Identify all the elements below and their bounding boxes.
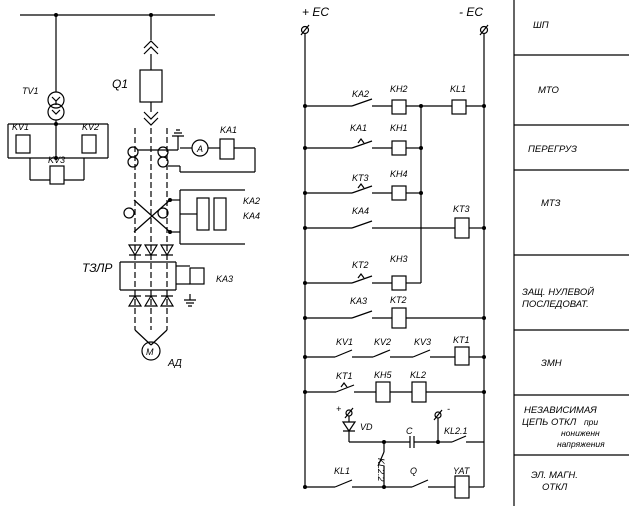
- section-indep-2b: при: [584, 417, 598, 427]
- kh1-label: KH1: [390, 123, 408, 133]
- kt1-coil-label: KT1: [453, 335, 470, 345]
- current-transformer-upper-icon: [127, 146, 169, 168]
- minus-terminal-icon: [433, 409, 443, 421]
- kv3-relay: [49, 165, 65, 185]
- kt1-contact-label: KT1: [336, 371, 353, 381]
- kv2-label: KV2: [82, 122, 99, 132]
- power-circuit: TV1 KV1 KV2 KV3 Q1: [7, 13, 260, 369]
- plus-label: +: [336, 404, 341, 414]
- kt3-contact-label: KT3: [352, 173, 369, 183]
- ka2-label: KA2: [243, 196, 260, 206]
- section-em-2: ОТКЛ: [542, 482, 568, 493]
- current-transformer-middle-icon: [123, 207, 169, 219]
- kt3-coil-label: KT3: [453, 204, 470, 214]
- kv1-contact-label: KV1: [336, 337, 353, 347]
- section-mtz: МТЗ: [541, 198, 561, 209]
- tzlr-label: ТЗЛР: [82, 261, 112, 275]
- vd-label: VD: [360, 422, 373, 432]
- section-zmn: ЗМН: [541, 358, 562, 369]
- ka2-ka4-coil: [196, 197, 210, 231]
- ka4-contact-label: KA4: [352, 206, 369, 216]
- kh3-box: [391, 275, 407, 291]
- disconnect-upper-icon: [143, 40, 159, 55]
- ka3-relay: [189, 267, 205, 285]
- kh3-label: KH3: [390, 254, 408, 264]
- kt3-coil: [454, 217, 470, 239]
- ground-icon: [172, 129, 184, 137]
- kt2-coil: [391, 307, 407, 329]
- control-circuit: + EC - EC KA2 KH2 KL1 KA: [300, 5, 489, 499]
- section-indep-1: НЕЗАВИСИМАЯ: [524, 405, 597, 416]
- tzlr-lower-diodes-icon: [127, 294, 175, 307]
- tzlr-upper-diodes-icon: [127, 244, 175, 257]
- ka2-contact-label: KA2: [352, 89, 369, 99]
- breaker-q1: [139, 69, 163, 103]
- section-column: ШП МТО ПЕРЕГРУЗ МТЗ ЗАЩ. НУЛЕВОЙ ПОСЛЕДО…: [513, 0, 629, 506]
- kv1-label: KV1: [12, 122, 29, 132]
- kv1-relay: [15, 134, 31, 154]
- q1-label: Q1: [112, 77, 128, 91]
- kl21-label: KL2.1: [444, 426, 468, 436]
- kl2-coil: [411, 381, 427, 403]
- kv3-contact-label: KV3: [414, 337, 431, 347]
- section-shp: ШП: [533, 20, 549, 31]
- section-em-1: ЭЛ. МАГН.: [531, 470, 578, 481]
- ammeter-label: A: [196, 144, 203, 154]
- ka1-contact-label: KA1: [350, 123, 367, 133]
- ka1-relay: [219, 138, 235, 160]
- section-peregruz: ПЕРЕГРУЗ: [528, 144, 577, 155]
- section-indep-2a: ЦЕПЬ ОТКЛ: [522, 417, 577, 428]
- diode-vd-icon: [341, 421, 357, 433]
- kl1-contact-label: KL1: [334, 466, 350, 476]
- kh5-box: [375, 381, 391, 403]
- ka3-contact-label: KA3: [350, 296, 367, 306]
- kh2-label: KH2: [390, 84, 408, 94]
- disconnect-lower-icon: [143, 111, 159, 126]
- minus-label: -: [447, 404, 450, 414]
- motor-label: М: [146, 347, 154, 357]
- kt2-coil-label: KT2: [390, 295, 407, 305]
- kh1-box: [391, 140, 407, 156]
- motor-icon: [141, 341, 161, 361]
- kh4-box: [391, 185, 407, 201]
- plus-bus-terminal-icon: [300, 24, 310, 36]
- kv3-label: KV3: [48, 155, 65, 165]
- section-indep-4: напряжения: [557, 439, 605, 449]
- kl2-label: KL2: [410, 370, 426, 380]
- kv2-relay: [81, 134, 97, 154]
- voltage-transformer-icon: [47, 91, 65, 121]
- kl1-label: KL1: [450, 84, 466, 94]
- ad-label: АД: [167, 358, 182, 369]
- kv2-contact-label: KV2: [374, 337, 391, 347]
- section-indep-3: нониженн: [561, 428, 600, 438]
- kh5-label: KH5: [374, 370, 393, 380]
- plus-ec-label: + EC: [302, 5, 329, 19]
- kh4-label: KH4: [390, 169, 408, 179]
- ground-icon-2: [184, 299, 196, 307]
- minus-ec-label: - EC: [459, 5, 483, 19]
- ka3-label: KA3: [216, 274, 233, 284]
- kl1-coil: [451, 99, 467, 115]
- tv1-label: TV1: [22, 86, 39, 96]
- section-zero-1: ЗАЩ. НУЛЕВОЙ: [522, 286, 594, 298]
- kh2-box: [391, 99, 407, 115]
- kl22-label: KL2.2: [376, 458, 386, 482]
- ka1-label: KA1: [220, 125, 237, 135]
- minus-bus-terminal-icon: [479, 24, 489, 36]
- kt2-contact-label: KT2: [352, 260, 369, 270]
- section-mto: МТО: [538, 85, 560, 96]
- section-zero-2: ПОСЛЕДОВАТ.: [522, 299, 589, 310]
- kt1-coil: [454, 346, 470, 366]
- yat-coil: [454, 475, 470, 499]
- q-label: Q: [410, 466, 417, 476]
- c-label: C: [406, 426, 413, 436]
- ka2-ka4-coil-2: [213, 197, 227, 231]
- ka4-label: KA4: [243, 211, 260, 221]
- yat-label: YAT: [453, 466, 471, 476]
